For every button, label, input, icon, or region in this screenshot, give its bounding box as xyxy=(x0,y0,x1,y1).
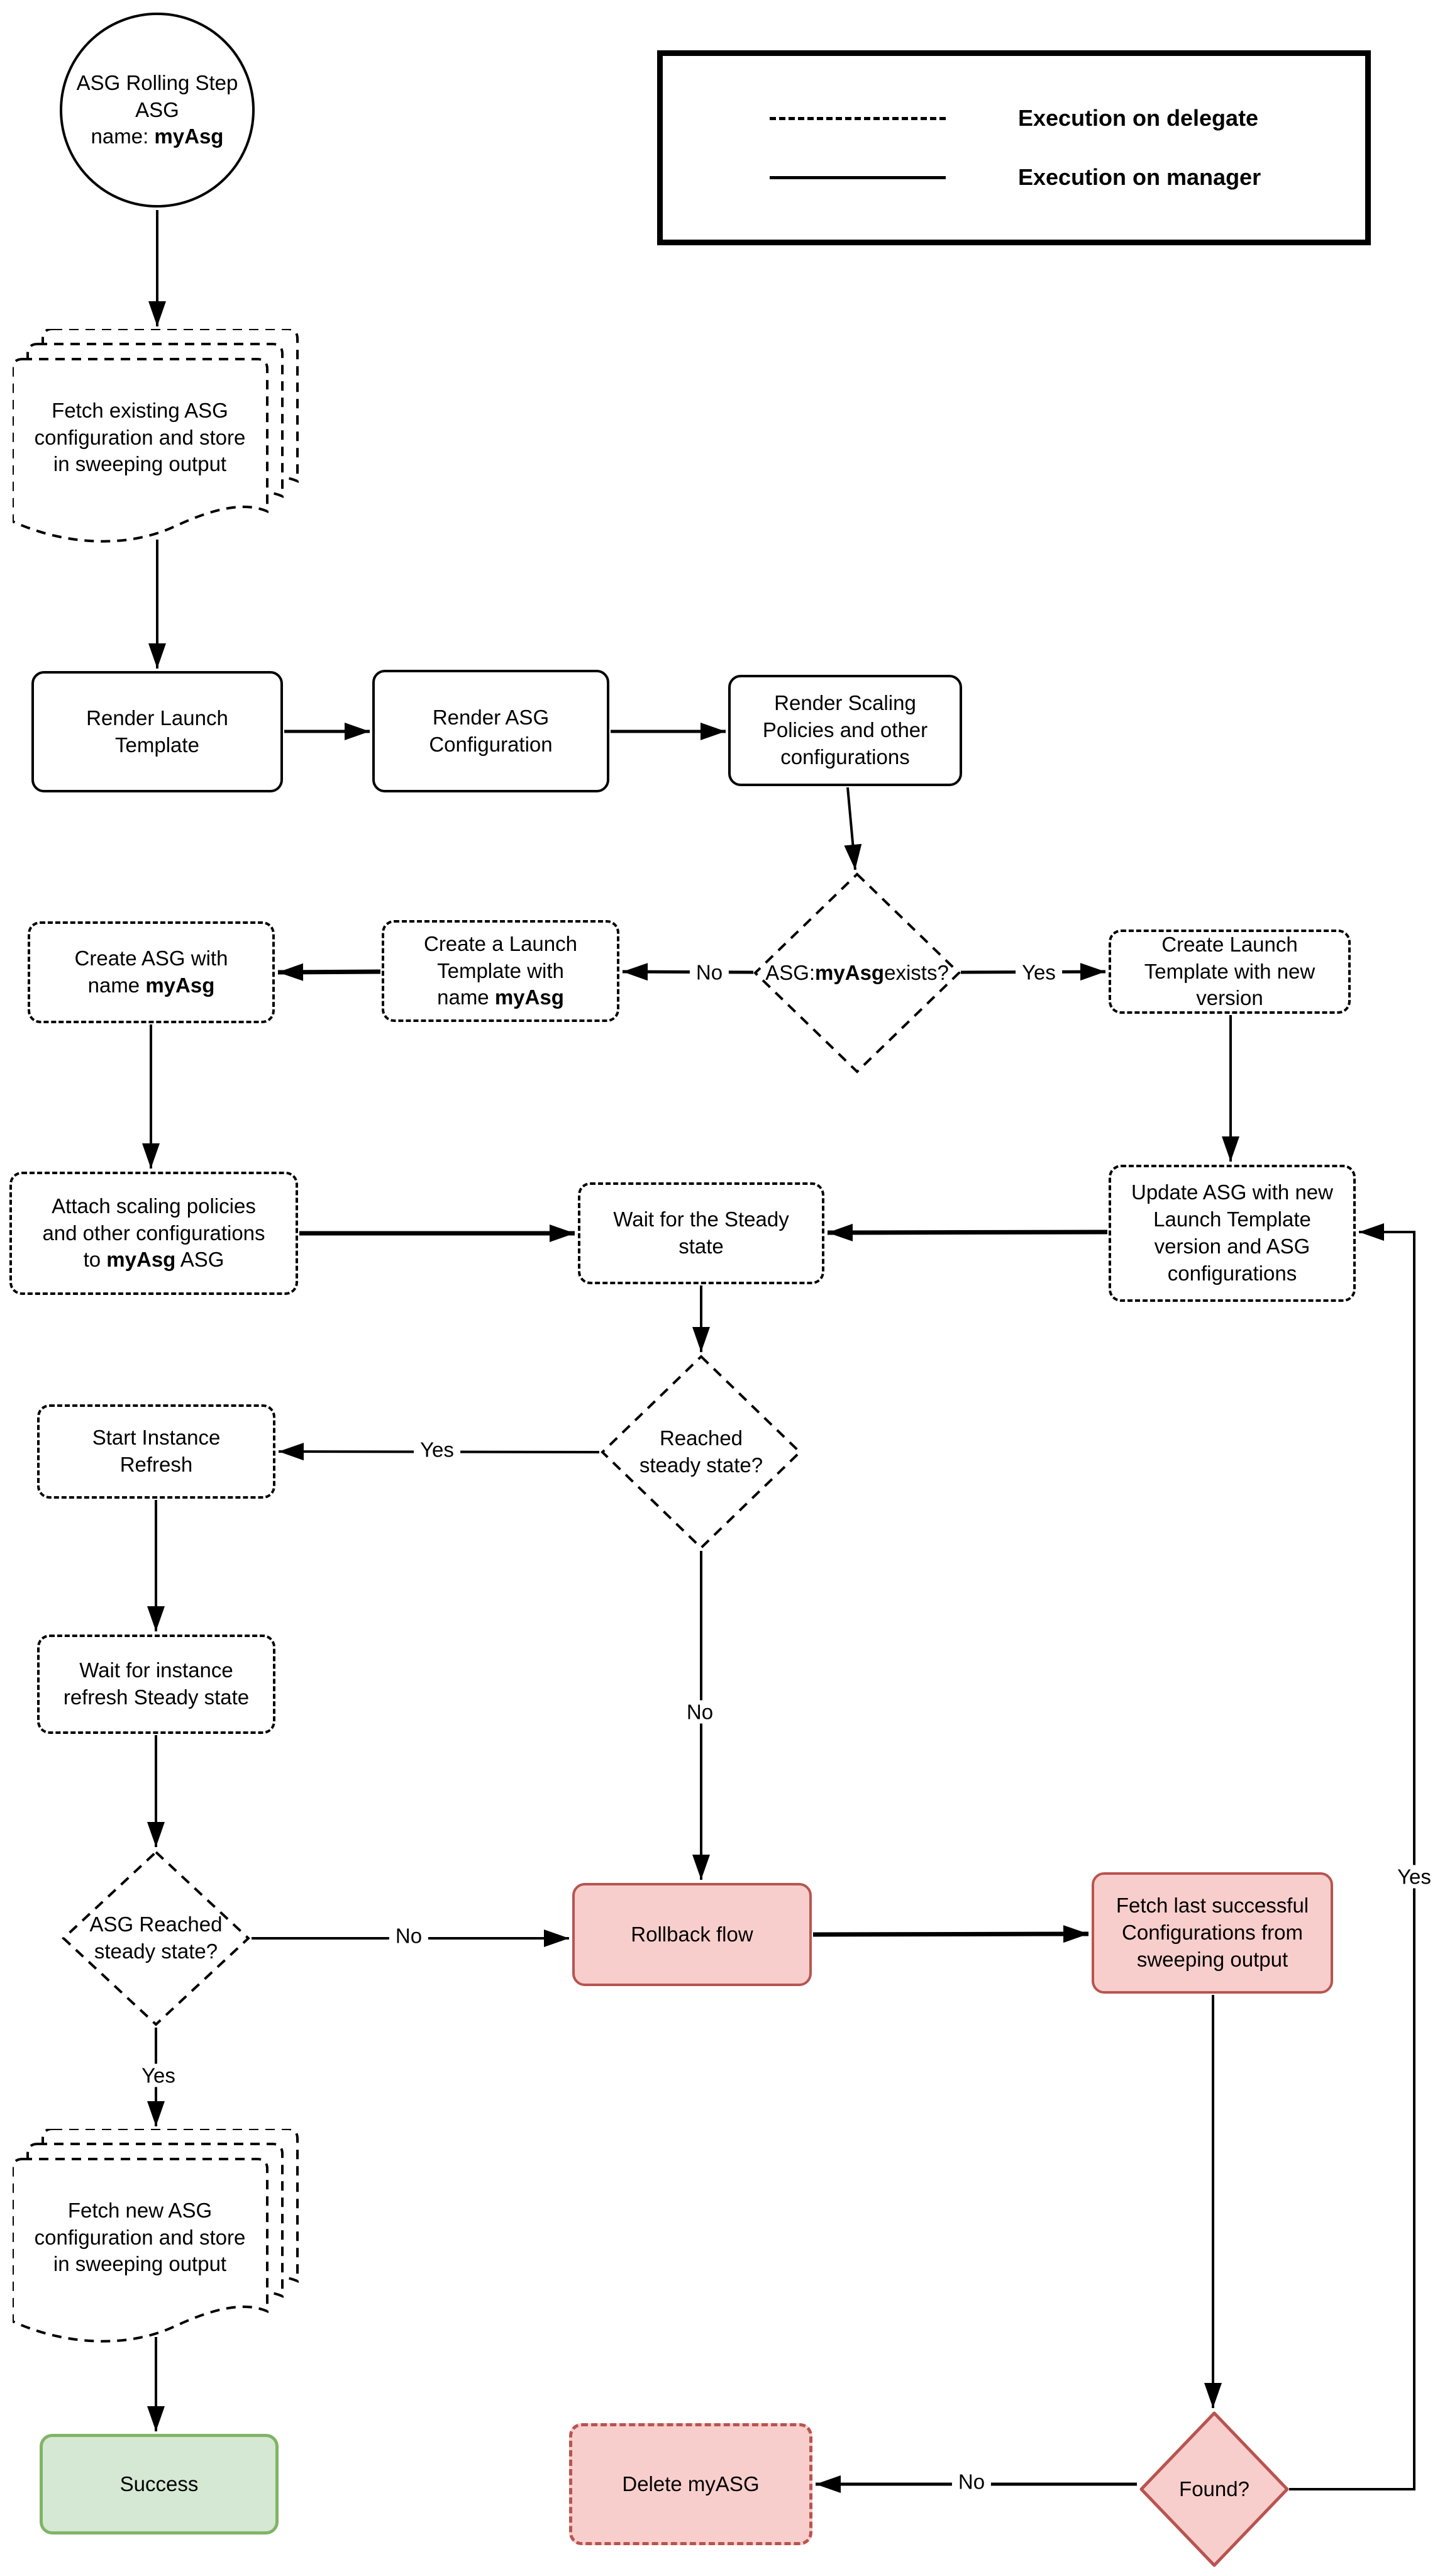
node-fetch-last-successful-label: Fetch last successful Configurations fro… xyxy=(1116,1894,1309,1971)
edge-label-asg-reached-yes: Yes xyxy=(135,2063,182,2087)
node-wait-instance-refresh: Wait for instance refresh Steady state xyxy=(37,1635,275,1734)
edge-render-scaling-to-asg-exists xyxy=(844,787,862,870)
node-delete-myasg: Delete myASG xyxy=(569,2423,812,2545)
edge-label-reached-yes: Yes xyxy=(414,1438,460,1462)
node-start-instance-refresh: Start Instance Refresh xyxy=(37,1404,275,1499)
node-reached-steady-decision-label: Reached steady state? xyxy=(639,1426,763,1477)
node-rollback-flow-label: Rollback flow xyxy=(631,1922,753,1946)
decision-diamond-shape xyxy=(62,1850,250,2026)
node-reached-steady-decision: Reached steady state? xyxy=(601,1355,802,1550)
node-found-decision: Found? xyxy=(1139,2411,1290,2568)
legend-row-manager: Execution on manager xyxy=(770,164,1365,191)
node-start: ASG Rolling Step ASG name: myAsg xyxy=(60,13,255,208)
node-update-asg-label: Update ASG with new Launch Template vers… xyxy=(1131,1180,1333,1285)
edge-found-yes xyxy=(1289,1223,1415,2490)
node-fetch-last-successful: Fetch last successful Configurations fro… xyxy=(1092,1872,1333,1994)
node-create-launch-template-named: Create a Launch Template with name myAsg xyxy=(382,920,619,1022)
node-fetch-existing-config-label: Fetch existing ASG configuration and sto… xyxy=(34,398,246,476)
edge-label-asg-exists-yes: Yes xyxy=(1016,960,1062,984)
legend-label: Execution on manager xyxy=(1018,164,1261,190)
node-create-launch-template-named-label: Create a Launch Template with name myAsg xyxy=(423,931,577,1009)
decision-diamond-shape xyxy=(601,1355,802,1550)
node-render-asg-configuration-label: Render ASG Configuration xyxy=(429,705,553,756)
node-wait-instance-refresh-label: Wait for instance refresh Steady state xyxy=(63,1658,250,1709)
edge-label-reached-no: No xyxy=(680,1700,720,1724)
edge-label-asg-exists-no: No xyxy=(689,960,729,984)
node-asg-exists-decision: ASG: myAsg exists? xyxy=(753,872,961,1074)
node-asg-exists-decision-label: ASG: myAsg exists? xyxy=(765,960,949,984)
node-render-asg-configuration: Render ASG Configuration xyxy=(372,670,609,792)
node-rollback-flow: Rollback flow xyxy=(572,1883,812,1986)
node-render-scaling-policies: Render Scaling Policies and other config… xyxy=(728,675,962,786)
node-render-launch-template-label: Render Launch Template xyxy=(86,706,228,757)
node-delete-myasg-label: Delete myASG xyxy=(622,2472,760,2496)
node-attach-scaling-policies-label: Attach scaling policies and other config… xyxy=(42,1194,265,1272)
legend: Execution on delegate Execution on manag… xyxy=(657,50,1371,245)
decision-diamond-shape xyxy=(753,872,961,1074)
node-success-label: Success xyxy=(119,2472,199,2496)
multi-document-shape xyxy=(13,2129,299,2343)
node-render-scaling-policies-label: Render Scaling Policies and other config… xyxy=(762,691,928,769)
node-create-asg: Create ASG with name myAsg xyxy=(28,921,275,1023)
legend-label: Execution on delegate xyxy=(1018,105,1259,131)
multi-document-shape xyxy=(13,329,299,543)
legend-row-delegate: Execution on delegate xyxy=(770,105,1365,131)
node-fetch-existing-config: Fetch existing ASG configuration and sto… xyxy=(13,329,299,555)
dashed-line-sample xyxy=(770,116,946,120)
node-start-label: ASG Rolling Step ASG name: myAsg xyxy=(76,70,238,148)
edge-update-to-wait xyxy=(827,1223,1108,1241)
node-create-asg-label: Create ASG with name myAsg xyxy=(74,947,228,997)
node-wait-steady-state: Wait for the Steady state xyxy=(578,1182,824,1284)
edge-rollback-to-fetch-last xyxy=(812,1925,1089,1943)
node-wait-steady-state-label: Wait for the Steady state xyxy=(613,1208,789,1258)
node-asg-reached-steady-decision: ASG Reached steady state? xyxy=(62,1850,250,2026)
node-fetch-new-config: Fetch new ASG configuration and store in… xyxy=(13,2129,299,2355)
node-found-decision-label: Found? xyxy=(1179,2477,1249,2501)
decision-diamond-shape xyxy=(1139,2411,1289,2567)
node-attach-scaling-policies: Attach scaling policies and other config… xyxy=(9,1172,298,1295)
node-render-launch-template: Render Launch Template xyxy=(31,671,283,792)
node-fetch-new-config-label: Fetch new ASG configuration and store in… xyxy=(34,2198,246,2276)
node-success: Success xyxy=(40,2434,279,2534)
node-create-launch-template-new-version: Create Launch Template with new version xyxy=(1109,930,1351,1014)
node-start-instance-refresh-label: Start Instance Refresh xyxy=(92,1426,221,1476)
node-asg-reached-steady-decision-label: ASG Reached steady state? xyxy=(89,1913,223,1963)
edge-label-found-yes: Yes xyxy=(1391,1865,1437,1889)
edge-label-found-no: No xyxy=(951,2470,992,2494)
node-update-asg: Update ASG with new Launch Template vers… xyxy=(1109,1165,1356,1302)
edge-label-asg-reached-no: No xyxy=(389,1924,429,1948)
solid-line-sample xyxy=(770,175,946,179)
node-create-launch-template-new-version-label: Create Launch Template with new version xyxy=(1144,932,1315,1010)
